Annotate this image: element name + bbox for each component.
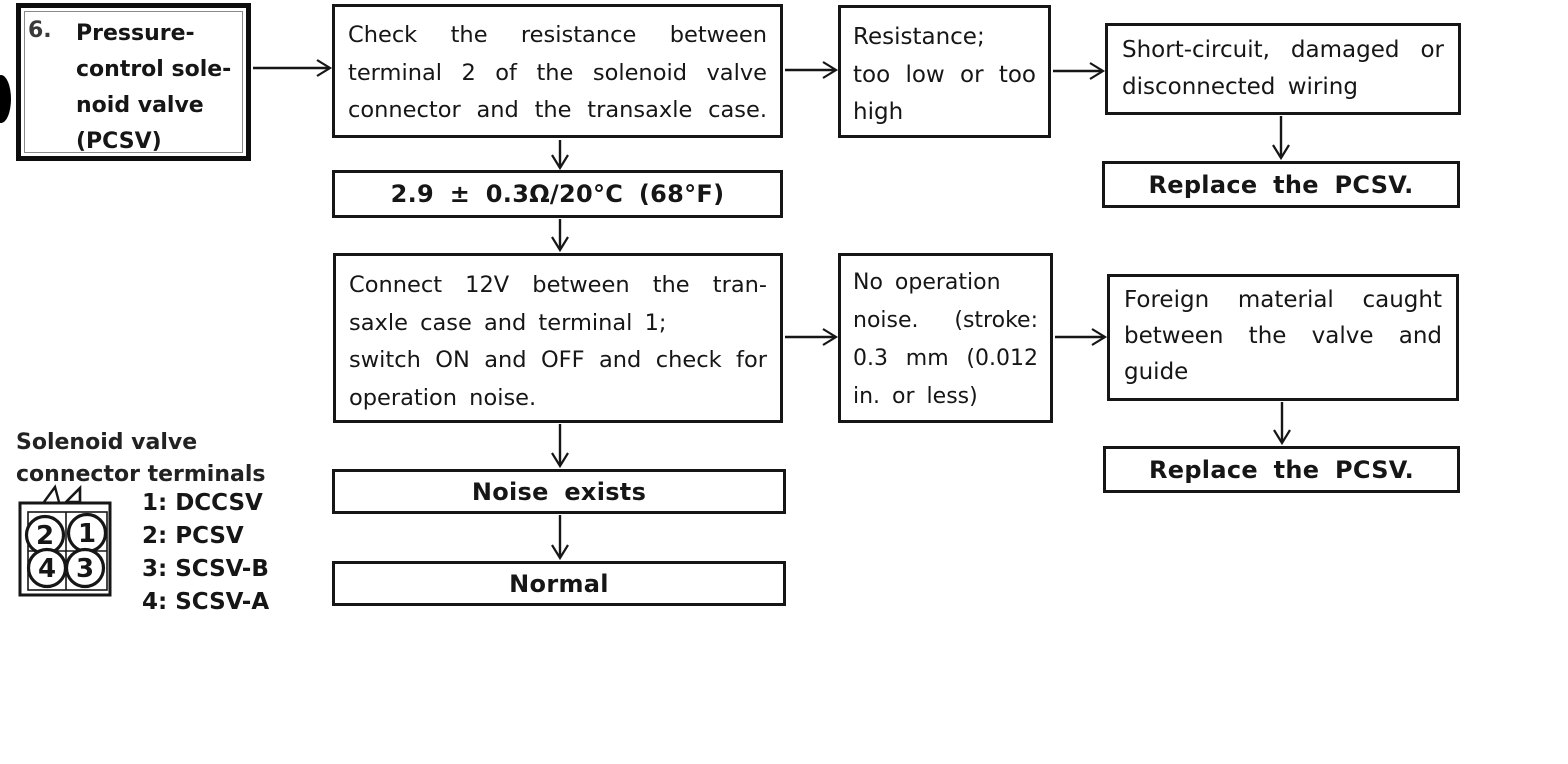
foreign-material-box: Foreign material caught between the valv…: [1107, 274, 1459, 401]
step-title-line: control sole-: [76, 57, 232, 82]
page-binding-mark: [0, 75, 11, 123]
replace-pcsv-label: Replace the PCSV.: [1148, 170, 1414, 199]
foreign-material-line: Foreign material caught: [1124, 287, 1442, 313]
step-number: 6.: [28, 18, 52, 43]
step-title: Pressure- control sole- noid valve (PCSV…: [76, 16, 231, 160]
legend-item: 1: DCCSV: [142, 490, 263, 516]
step-title-line: (PCSV): [76, 129, 162, 154]
connect-12v-line: switch ON and OFF and check for: [349, 347, 767, 373]
pin-1-number: 1: [78, 519, 96, 549]
no-operation-noise-line: in. or less): [853, 384, 978, 409]
wiring-fault-line: disconnected wiring: [1122, 74, 1358, 100]
connector-key-notch: [62, 484, 82, 504]
normal-box: Normal: [332, 561, 786, 606]
pin-4-number: 4: [38, 554, 56, 584]
resistance-spec-box: 2.9 ± 0.3Ω/20°C (68°F): [332, 170, 783, 218]
check-resistance-box: Check the resistance between terminal 2 …: [332, 4, 783, 138]
wiring-fault-line: Short-circuit, damaged or: [1122, 37, 1444, 63]
step-title-box: 6. Pressure- control sole- noid valve (P…: [16, 3, 251, 161]
foreign-material-line: between the valve and: [1124, 323, 1442, 349]
check-resistance-line: terminal 2 of the solenoid valve: [348, 59, 767, 86]
foreign-material-line: guide: [1124, 359, 1189, 385]
wiring-fault-box: Short-circuit, damaged or disconnected w…: [1105, 23, 1461, 115]
noise-exists-box: Noise exists: [332, 469, 786, 514]
pin-3-circle: [64, 547, 106, 589]
resistance-abnormal-box: Resistance; too low or too high: [838, 5, 1051, 138]
check-resistance-line: Check the resistance between: [348, 22, 767, 48]
connector-note-caption-line: Solenoid valve: [16, 430, 198, 455]
connector-key-notch: [43, 484, 61, 503]
replace-pcsv-box-bottom: Replace the PCSV.: [1103, 446, 1460, 493]
no-operation-noise-line: 0.3 mm (0.012: [853, 346, 1038, 371]
no-operation-noise-line: No operation: [853, 270, 1001, 295]
pin-3-number: 3: [76, 554, 94, 584]
replace-pcsv-label: Replace the PCSV.: [1148, 455, 1415, 484]
connect-12v-line: Connect 12V between the tran-: [349, 272, 767, 298]
legend-item: 4: SCSV-A: [142, 589, 270, 615]
step-title-line: Pressure-: [76, 21, 195, 46]
no-operation-noise-line: noise. (stroke:: [853, 308, 1038, 333]
replace-pcsv-box-top: Replace the PCSV.: [1102, 161, 1460, 208]
step-title-line: noid valve: [76, 93, 204, 118]
no-operation-noise-box: No operation noise. (stroke: 0.3 mm (0.0…: [838, 253, 1053, 423]
resistance-abnormal-line: high: [853, 99, 904, 125]
check-resistance-line: connector and the transaxle case.: [348, 97, 767, 123]
resistance-spec-label: 2.9 ± 0.3Ω/20°C (68°F): [390, 180, 725, 208]
legend-item: 2: PCSV: [142, 523, 244, 549]
pin-2-number: 2: [36, 521, 54, 551]
legend-item: 3: SCSV-B: [142, 556, 269, 582]
connector-note-caption: Solenoid valve connector terminals: [16, 427, 265, 491]
connect-12v-line: operation noise.: [349, 384, 537, 411]
connect-12v-line: saxle case and terminal 1;: [349, 309, 667, 336]
resistance-abnormal-line: Resistance;: [853, 24, 985, 50]
resistance-abnormal-line: too low or too: [853, 61, 1036, 88]
connector-note-caption-line: connector terminals: [16, 462, 266, 487]
noise-exists-label: Noise exists: [471, 477, 647, 506]
normal-label: Normal: [509, 569, 609, 598]
connector-terminal-diagram: 2 1 4 3: [18, 484, 112, 597]
connector-legend: 1: DCCSV 2: PCSV 3: SCSV-B 4: SCSV-A: [142, 487, 269, 619]
connect-12v-box: Connect 12V between the tran- saxle case…: [333, 253, 783, 423]
